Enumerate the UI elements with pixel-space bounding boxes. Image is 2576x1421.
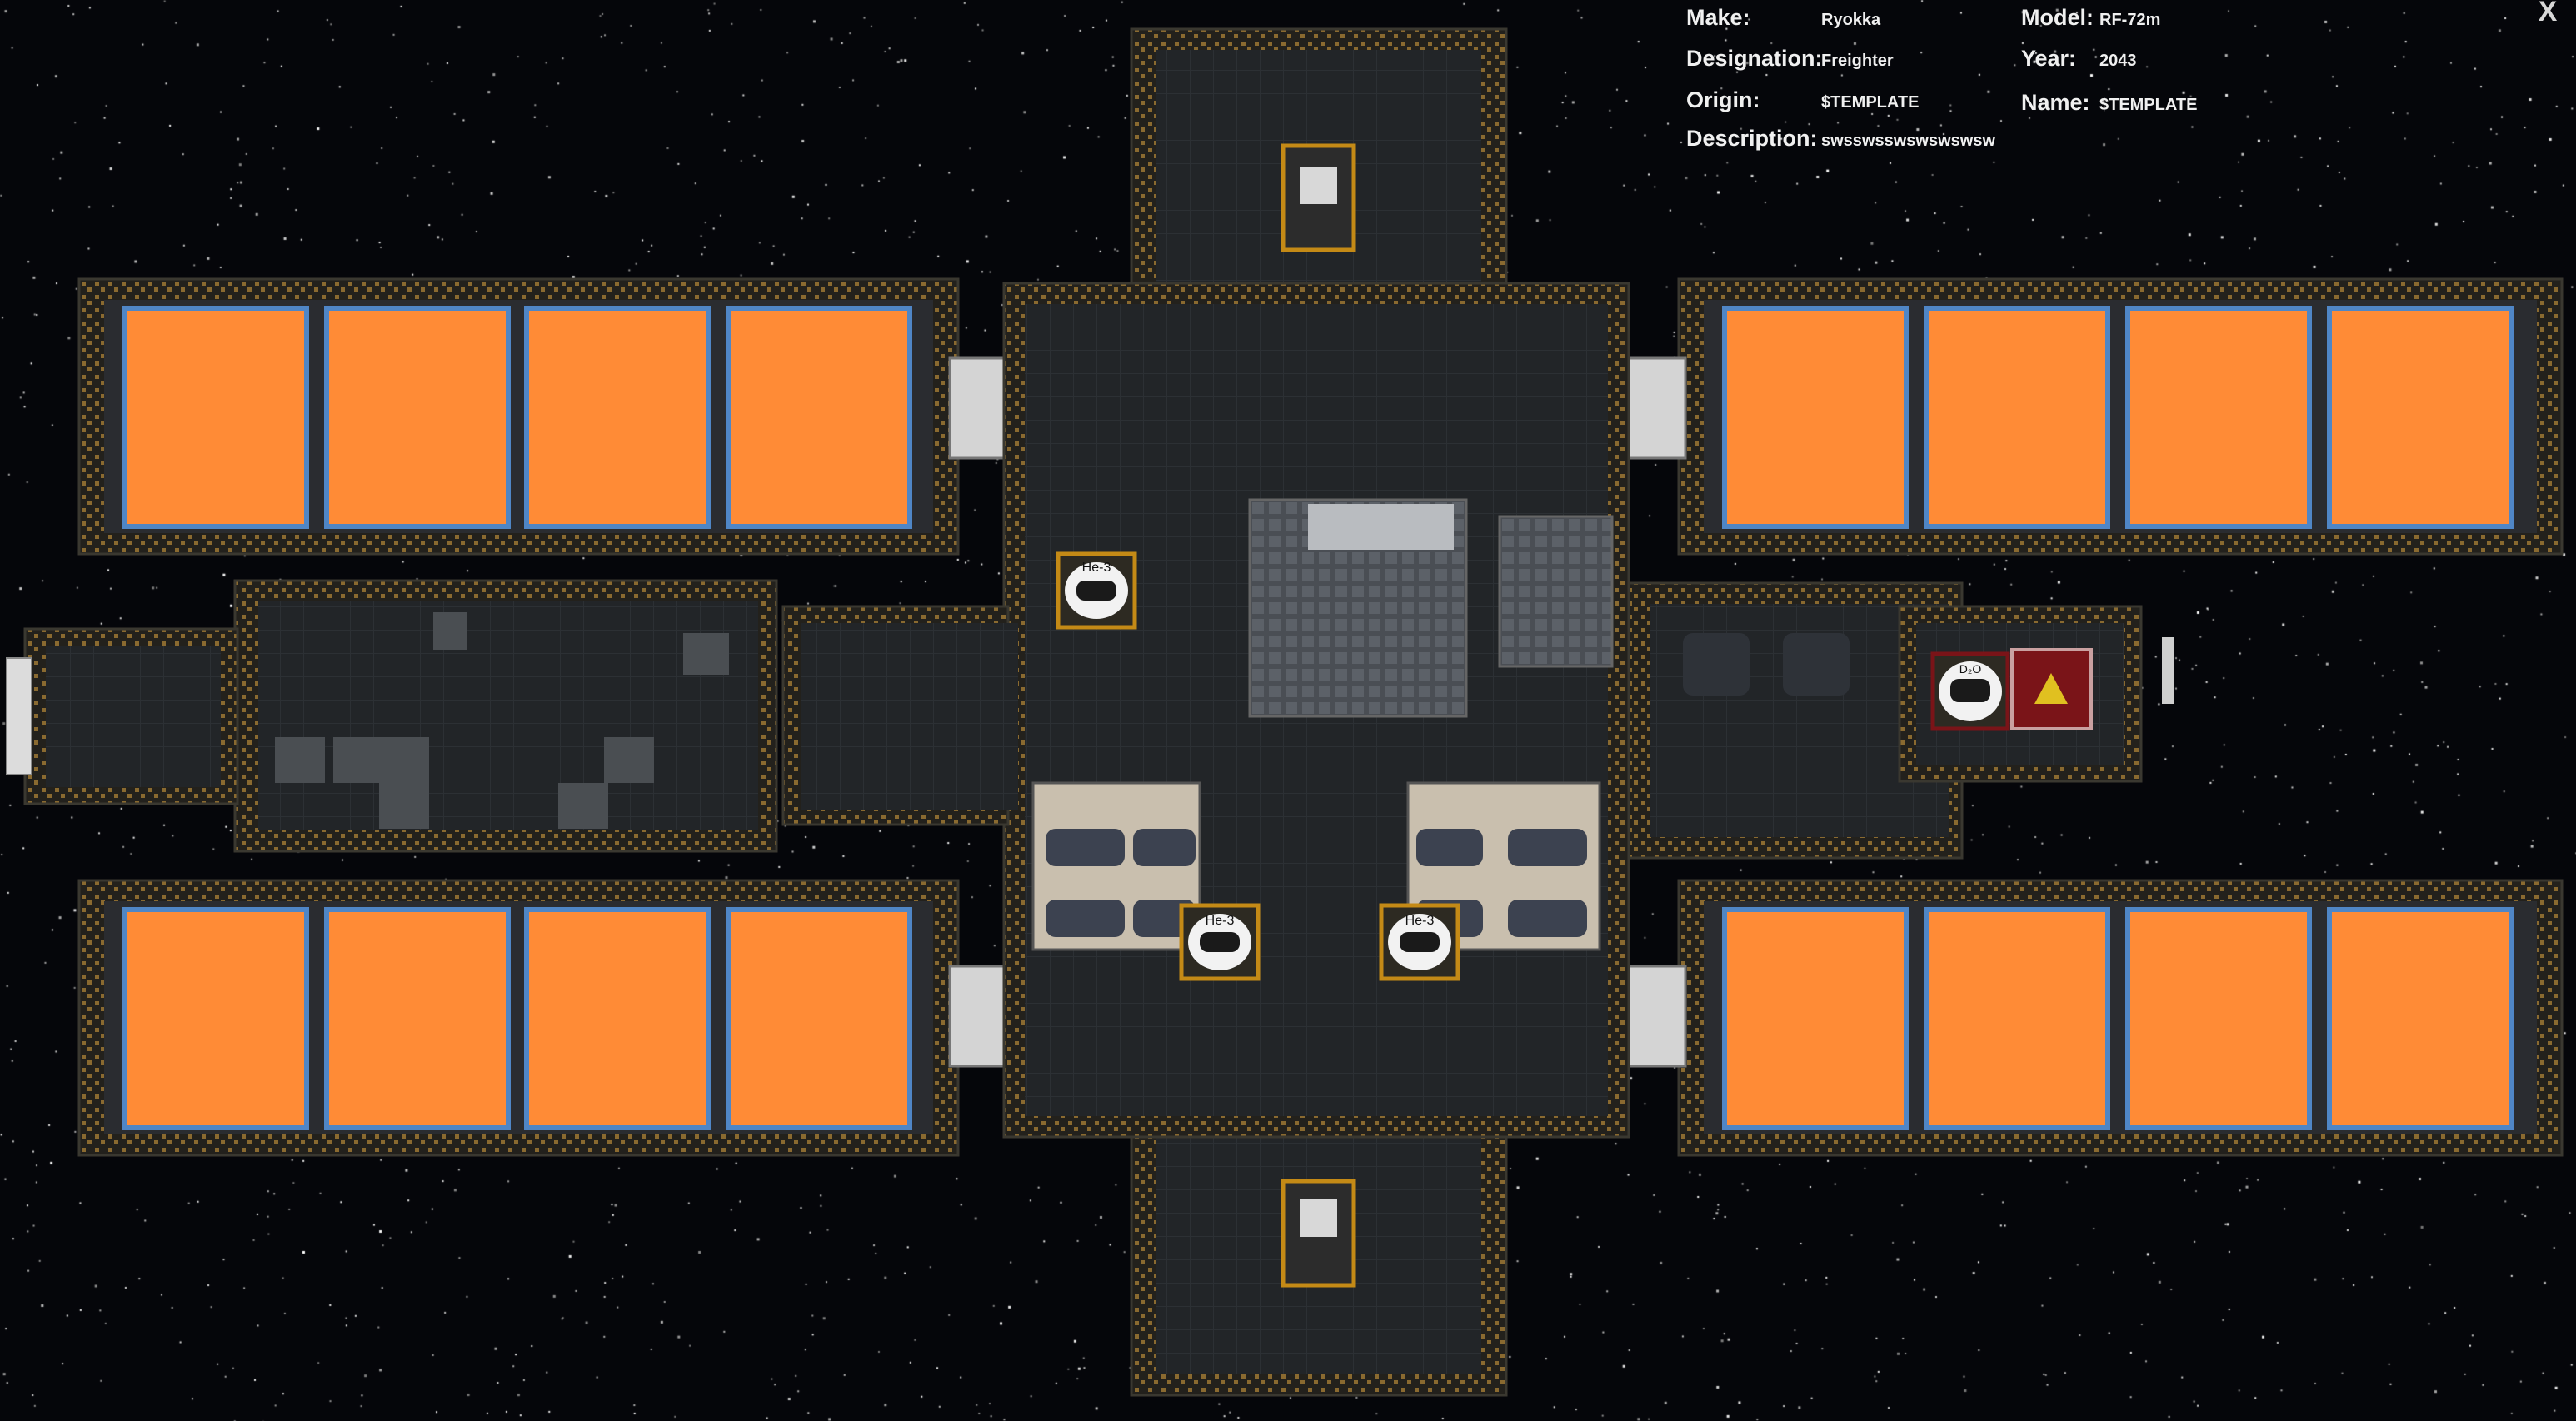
he3-tank-bottom-left bbox=[1179, 903, 1261, 981]
he3-tank-bottom-right bbox=[1379, 903, 1460, 981]
year-row: Year: 2043 bbox=[2021, 46, 2137, 72]
seat bbox=[1783, 633, 1850, 696]
ship-info-panel: Make: Ryokka Designation: Freighter Orig… bbox=[1683, 0, 2516, 167]
cargo-hold bbox=[2125, 907, 2312, 1130]
cargo-hold bbox=[324, 306, 511, 529]
airlock-door bbox=[6, 657, 32, 775]
crate bbox=[333, 737, 383, 783]
description-row: Description: swsswsswswswswsw bbox=[1686, 126, 1995, 152]
model-row: Model: RF-72m bbox=[2021, 5, 2160, 31]
cargo-hold bbox=[1722, 306, 1909, 529]
cargo-hold bbox=[1722, 907, 1909, 1130]
docking-collar bbox=[1627, 356, 1687, 460]
antenna bbox=[2162, 637, 2174, 704]
year-value: 2043 bbox=[2099, 52, 2137, 70]
origin-label: Origin: bbox=[1686, 87, 1760, 112]
left-wing-module bbox=[6, 579, 1018, 853]
cargo-hold bbox=[524, 306, 711, 529]
bottom-bay bbox=[1281, 1179, 1356, 1288]
crate bbox=[275, 737, 325, 783]
side-grated-room bbox=[1498, 515, 1614, 668]
d2o-label: D₂O bbox=[1959, 662, 1982, 676]
designation-row: Designation: Freighter bbox=[1686, 46, 1894, 72]
cargo-hold bbox=[324, 907, 511, 1130]
description-value: swsswsswswswswsw bbox=[1821, 132, 1996, 150]
make-value: Ryokka bbox=[1821, 11, 1881, 29]
d2o-tank bbox=[1930, 651, 2010, 731]
crate bbox=[683, 633, 729, 675]
origin-value: $TEMPLATE bbox=[1821, 93, 1920, 112]
cargo-hold bbox=[122, 907, 309, 1130]
central-hull bbox=[1002, 27, 1630, 1397]
top-bay bbox=[1281, 143, 1356, 252]
cargo-pod-top-left bbox=[77, 277, 1008, 556]
name-label: Name: bbox=[2021, 90, 2090, 115]
description-label: Description: bbox=[1686, 126, 1818, 151]
seat bbox=[1046, 829, 1125, 866]
console-bank bbox=[1308, 504, 1454, 550]
cargo-hold bbox=[2125, 306, 2312, 529]
seat bbox=[1133, 829, 1196, 866]
seat bbox=[1508, 829, 1587, 866]
docking-collar bbox=[948, 965, 1008, 1068]
cargo-hold bbox=[726, 306, 912, 529]
cargo-pod-top-right bbox=[1627, 277, 2564, 556]
crate bbox=[433, 612, 467, 650]
right-wing-module bbox=[1627, 581, 2174, 860]
cargo-hold bbox=[524, 907, 711, 1130]
cargo-hold bbox=[2327, 306, 2514, 529]
make-row: Make: Ryokka bbox=[1686, 5, 1880, 31]
model-value: RF-72m bbox=[2099, 11, 2161, 29]
designation-value: Freighter bbox=[1821, 52, 1894, 70]
close-button[interactable]: X bbox=[2538, 0, 2558, 27]
seat bbox=[1046, 900, 1125, 937]
cargo-hold bbox=[1924, 306, 2110, 529]
he3-bottom-left-label: He-3 bbox=[1206, 914, 1235, 928]
origin-row: Origin: $TEMPLATE bbox=[1686, 87, 1919, 113]
seat bbox=[1416, 829, 1483, 866]
he3-bottom-right-label: He-3 bbox=[1405, 914, 1435, 928]
crate bbox=[379, 783, 429, 829]
name-row: Name: $TEMPLATE bbox=[2021, 90, 2197, 116]
docking-collar bbox=[948, 356, 1008, 460]
cargo-pod-bottom-right bbox=[1627, 879, 2564, 1157]
cargo-hold bbox=[2327, 907, 2514, 1130]
crate bbox=[558, 783, 608, 829]
make-label: Make: bbox=[1686, 5, 1750, 30]
he3-tank-top bbox=[1056, 551, 1137, 630]
year-label: Year: bbox=[2021, 46, 2077, 71]
designation-label: Designation: bbox=[1686, 46, 1823, 71]
cargo-hold bbox=[726, 907, 912, 1130]
cargo-hold bbox=[1924, 907, 2110, 1130]
model-label: Model: bbox=[2021, 5, 2094, 30]
docking-collar bbox=[1627, 965, 1687, 1068]
crate bbox=[379, 737, 429, 783]
radiation-warning-icon bbox=[2034, 673, 2068, 704]
crate bbox=[604, 737, 654, 783]
cargo-pod-bottom-left bbox=[77, 879, 1008, 1157]
name-value: $TEMPLATE bbox=[2099, 96, 2198, 114]
seat bbox=[1508, 900, 1587, 937]
seat bbox=[1683, 633, 1750, 696]
he3-top-label: He-3 bbox=[1082, 561, 1111, 575]
cargo-hold bbox=[122, 306, 309, 529]
